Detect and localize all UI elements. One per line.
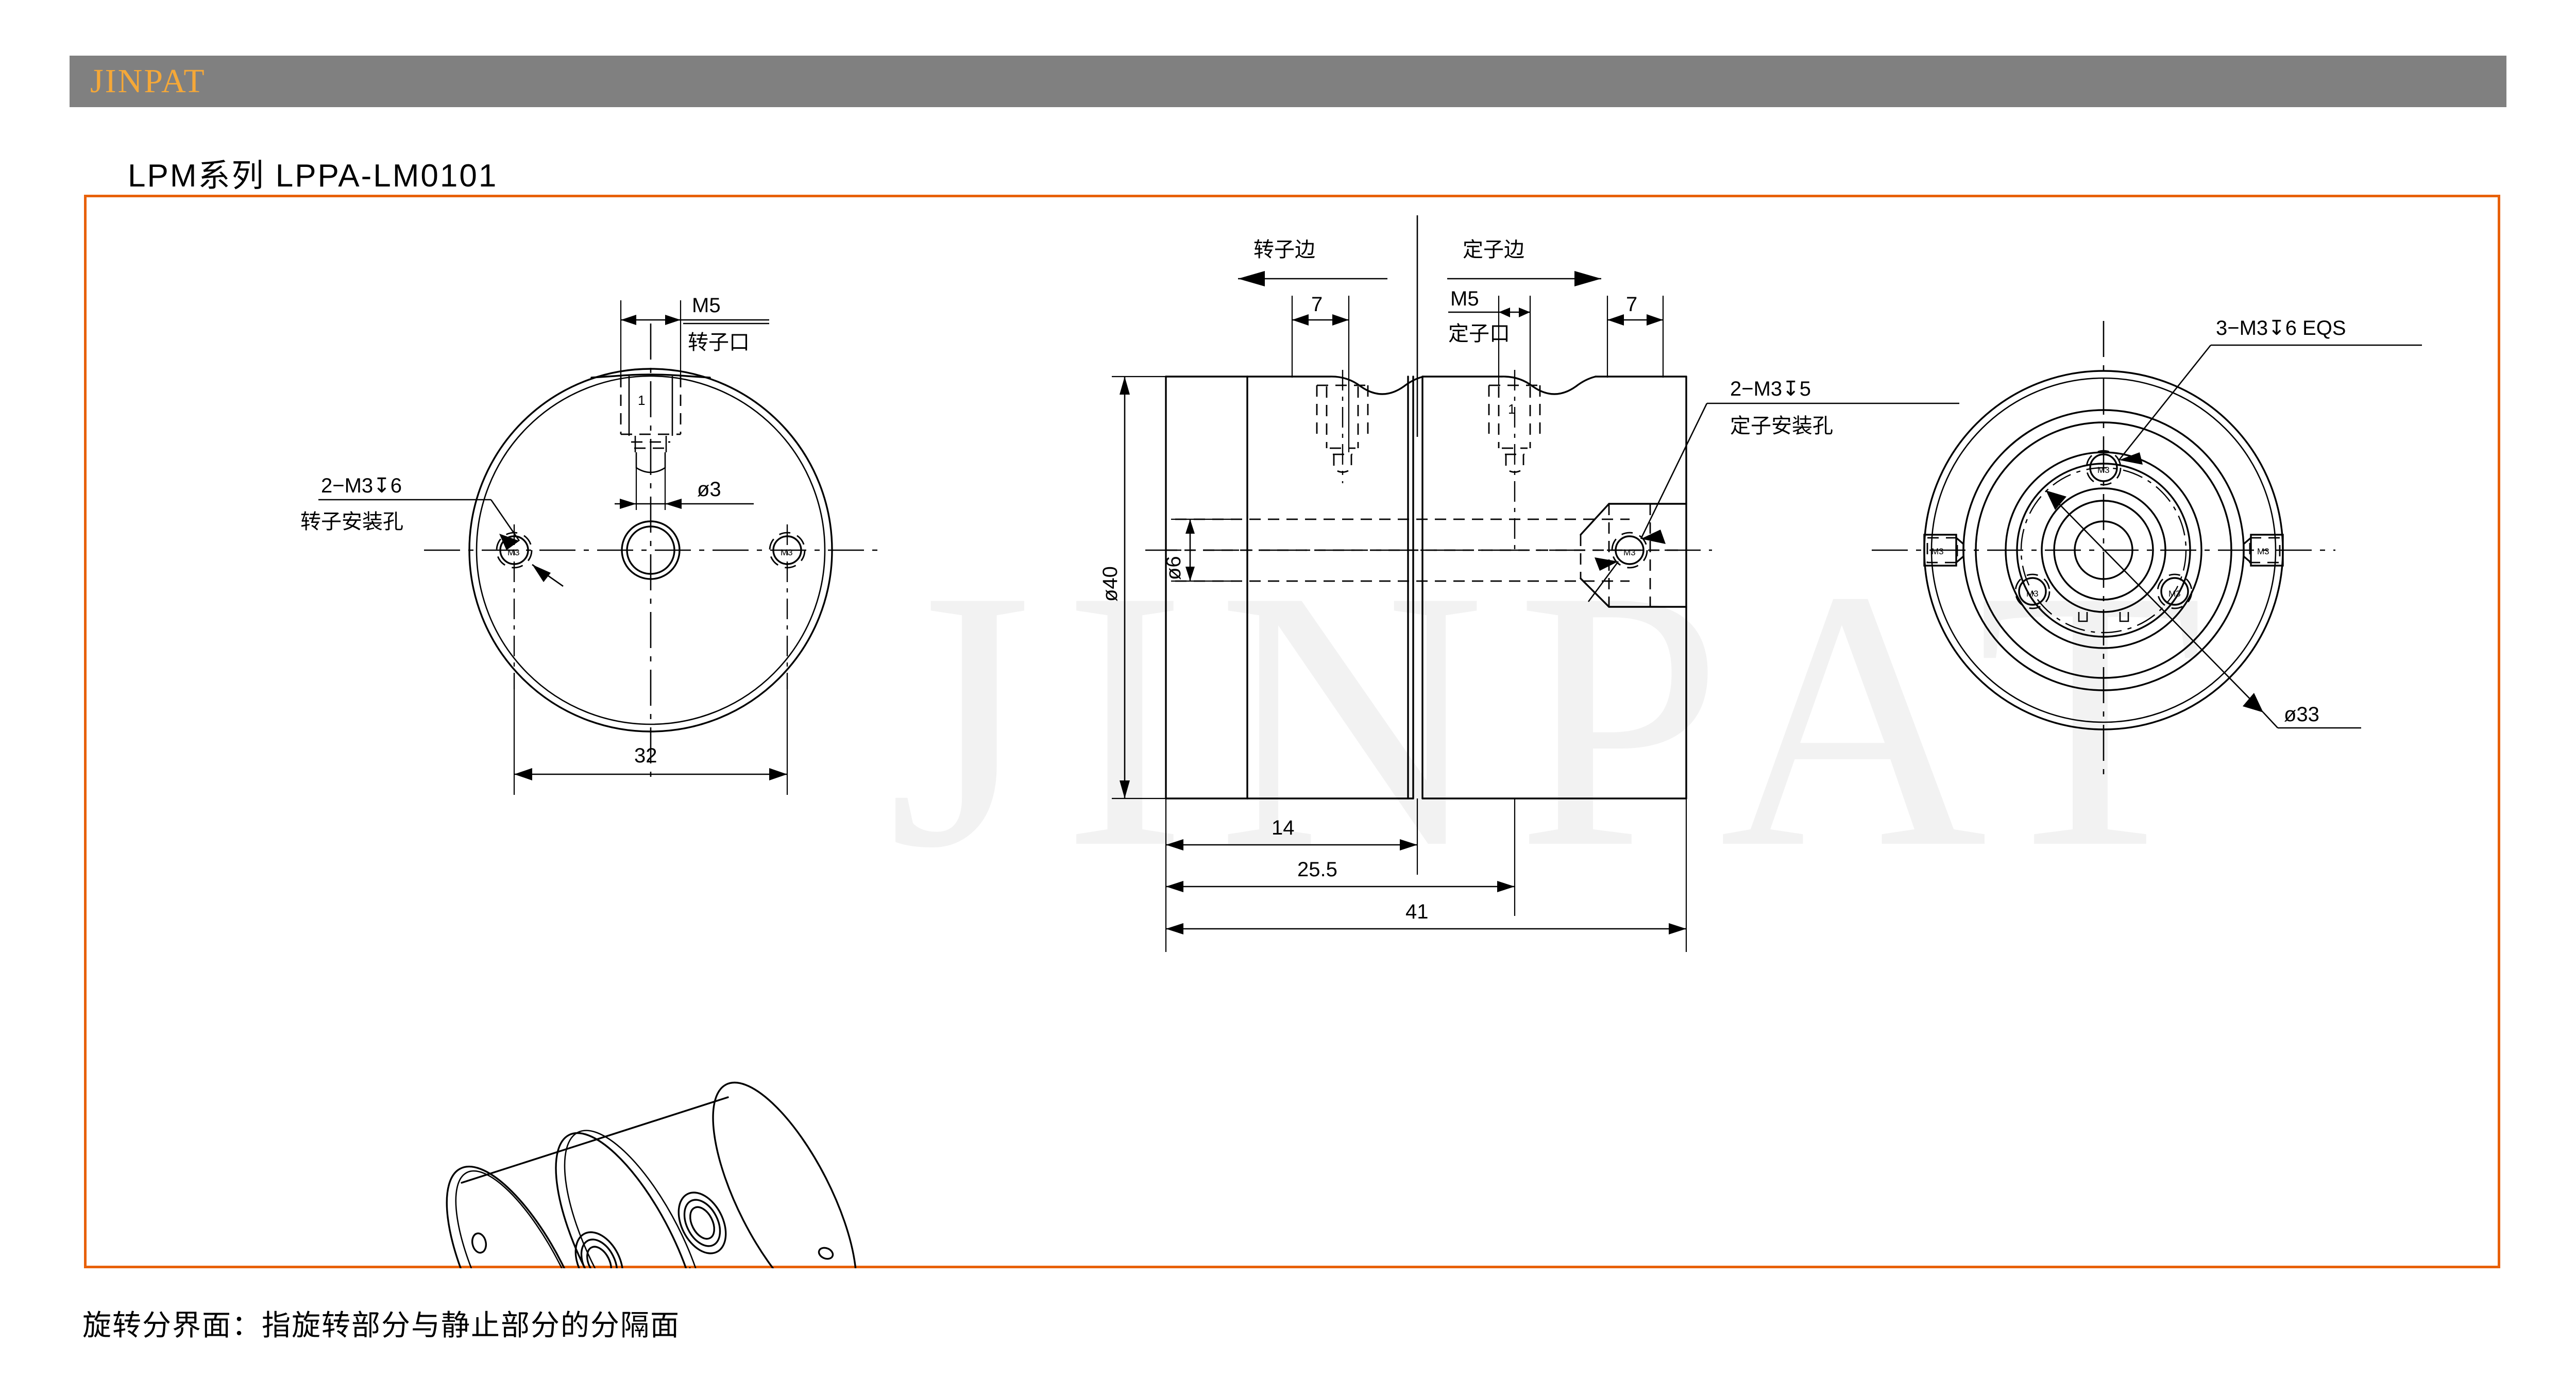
stator-port-callout: M5 定子口 — [1448, 287, 1531, 385]
iso-rotor-port — [574, 1231, 624, 1268]
iso-near-end-face-inner — [455, 1170, 591, 1268]
stator-notch-detail — [2078, 612, 2129, 622]
stator-bolt-circle-dimension: ø33 — [2045, 490, 2361, 729]
stator-side-hole-left: M3 — [1923, 534, 1964, 567]
stator-side-hole-left-tag: M3 — [1931, 547, 1944, 556]
rotor-body-outline — [1165, 376, 1425, 799]
elevation-bore-dia-dimension: ø6 — [1162, 518, 1233, 582]
stator-bolt-circle-label: ø33 — [2284, 703, 2319, 726]
rotor-step-dimension: 7 — [1291, 293, 1350, 452]
rotor-mount-hole-left-tag: M3 — [507, 548, 520, 557]
stator-holes-callout: 3−M3↧6 EQS — [2118, 317, 2422, 465]
rotor-overall-label: 32 — [634, 744, 657, 767]
elevation-outer-dia-label: ø40 — [1099, 566, 1122, 602]
stator-side-label: 定子边 — [1463, 239, 1524, 261]
elevation-bore-hidden-lines — [1166, 518, 1686, 582]
iso-parting-ring-2 — [564, 1130, 709, 1268]
rotor-mount-hole-left: M3 — [496, 524, 533, 689]
stator-side-hole-right: M3 — [2243, 534, 2284, 567]
stator-holes-spec-label: 3−M3↧6 EQS — [2216, 317, 2346, 339]
elevation-outer-dia-dimension: ø40 — [1099, 376, 1166, 799]
iso-near-end-face — [446, 1165, 593, 1268]
iso-stator-port-outer — [677, 1192, 727, 1254]
stator-hole-top-tag: M3 — [2097, 465, 2110, 475]
elevation-bore-dia-label: ø6 — [1162, 556, 1185, 580]
rotor-port-name-label: 转子口 — [688, 331, 750, 354]
rotor-bore-dimension: ø3 — [615, 468, 754, 510]
elevation-dimension-chain: 14 25.5 41 — [1165, 798, 1687, 952]
stator-port-spec-label: M5 — [1450, 287, 1479, 310]
rotor-port-dimension: M5 转子口 — [620, 294, 769, 376]
iso-stator-port-inner — [689, 1206, 715, 1240]
stator-hole-lower-right: M3 — [2157, 573, 2193, 609]
dim-14-label: 14 — [1272, 816, 1295, 839]
rotor-bore-label: ø3 — [697, 478, 721, 501]
dim-41-label: 41 — [1405, 900, 1429, 923]
stator-hole-lower-left-tag: M3 — [2026, 589, 2039, 599]
stator-hole-top: M3 — [2086, 450, 2122, 486]
iso-near-hole-upper — [471, 1232, 487, 1254]
stator-port-name-label: 定子口 — [1448, 322, 1510, 345]
rotor-side-label: 转子边 — [1253, 239, 1315, 261]
header-bar: JINPAT — [70, 56, 2506, 107]
rotor-end-view: 1 M5 转子口 ø3 — [300, 294, 877, 795]
stator-step-label: 7 — [1626, 293, 1637, 316]
rotor-inner-circle — [476, 375, 826, 725]
rotor-mount-hole-right: M3 — [769, 524, 806, 689]
rotor-mount-name-label: 转子安装孔 — [300, 511, 403, 533]
rotor-overall-dimension: 32 — [513, 689, 788, 795]
stator-step-dimension: 7 — [1606, 293, 1664, 378]
rotor-port-depth-label: 1 — [638, 393, 645, 408]
stator-side-hole-right-tag: M3 — [2257, 547, 2269, 556]
iso-body-top-edge — [461, 1096, 729, 1184]
rotor-port-chord — [590, 373, 711, 379]
iso-rotor-port-inner — [586, 1246, 612, 1268]
iso-far-hole — [818, 1247, 834, 1260]
section-elevation-view: 转子边 定子边 — [1099, 215, 1959, 952]
drawing-frame — [84, 195, 2500, 1268]
iso-stator-port-mid — [683, 1199, 721, 1247]
technical-drawing-canvas: JINPAT — [300, 215, 2422, 1268]
isometric-view — [446, 1081, 857, 1268]
iso-rotor-port-mid — [580, 1238, 618, 1268]
stator-tapped-hole: 1 — [1488, 370, 1541, 555]
rotor-tapped-hole — [1316, 370, 1369, 483]
rotor-side-arrow: 转子边 — [1238, 239, 1387, 286]
stator-mount-name-label: 定子安装孔 — [1730, 415, 1833, 437]
rotor-mount-spec-label: 2−M3↧6 — [321, 474, 402, 497]
watermark: JINPAT — [888, 513, 2234, 924]
iso-parting-ring — [555, 1132, 700, 1268]
stator-end-view: M3 M3 M3 M3 M3 — [1872, 317, 2422, 782]
rotor-mount-callout: 2−M3↧6 转子安装孔 — [300, 474, 564, 587]
footer-note: 旋转分界面：指旋转部分与静止部分的分隔面 — [82, 1309, 680, 1341]
brand-logo: JINPAT — [90, 62, 206, 100]
stator-hole-lower-left: M3 — [2014, 573, 2050, 609]
elevation-m3-hole-tag: M3 — [1623, 548, 1636, 557]
stator-mount-callout: 2−M3↧5 定子安装孔 — [1587, 378, 1959, 602]
iso-far-end-face — [712, 1081, 857, 1268]
iso-stator-port — [677, 1192, 727, 1268]
rotor-step-label: 7 — [1311, 293, 1323, 316]
iso-rotor-port-outer — [574, 1231, 624, 1268]
dim-255-label: 25.5 — [1297, 858, 1337, 881]
stator-port-depth-label: 1 — [1508, 401, 1515, 417]
stator-bolt-circle — [2020, 467, 2187, 634]
page-title: LPM系列 LPPA-LM0101 — [128, 158, 498, 194]
elevation-m3-hole: M3 — [1611, 532, 1648, 569]
stator-hole-lower-right-tag: M3 — [2168, 589, 2181, 599]
stator-side-arrow: 定子边 — [1447, 239, 1601, 286]
watermark-text: JINPAT — [888, 513, 2234, 924]
rotor-mount-hole-right-tag: M3 — [781, 548, 793, 557]
stator-mount-spec-label: 2−M3↧5 — [1730, 378, 1811, 400]
rotor-port-spec-label: M5 — [692, 294, 721, 317]
